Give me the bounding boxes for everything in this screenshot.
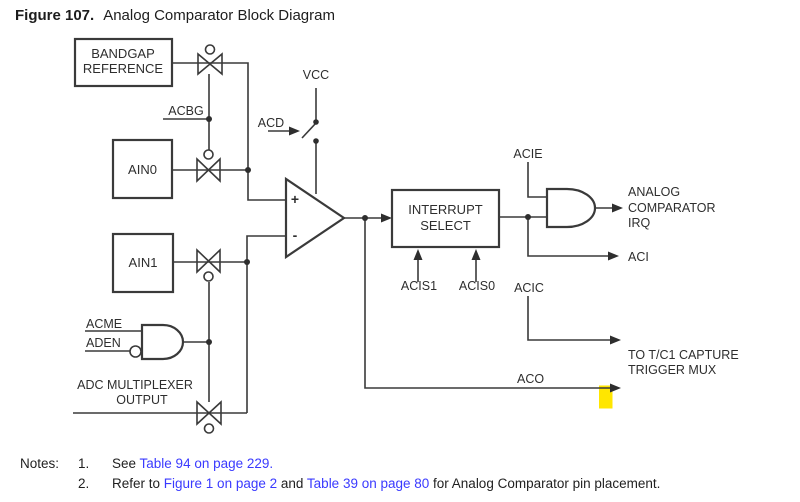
ain1-label: AIN1 bbox=[129, 255, 158, 270]
vcc-label: VCC bbox=[303, 68, 329, 82]
irq-and-gate bbox=[545, 187, 597, 229]
mux-enable-and-gate bbox=[140, 323, 185, 361]
note-text-plain: See bbox=[112, 456, 140, 471]
ain1-switch bbox=[196, 248, 221, 282]
figure-caption: Figure 107. Analog Comparator Block Diagr… bbox=[15, 7, 335, 24]
junction-dots bbox=[206, 116, 531, 345]
capture-label-2: TRIGGER MUX bbox=[628, 363, 717, 377]
interrupt-select-label-1: INTERRUPT bbox=[408, 202, 482, 217]
acbg-label: ACBG bbox=[168, 104, 203, 118]
wire-adcmux-to-minus bbox=[246, 235, 286, 413]
wire-switch-lever bbox=[301, 122, 317, 139]
block-diagram: BANDGAP REFERENCE AIN0 AIN1 INTERRUPT SE… bbox=[73, 37, 739, 434]
acme-label: ACME bbox=[86, 317, 122, 331]
switch-terminal-bottom bbox=[313, 138, 319, 144]
note-number: 1. bbox=[78, 456, 90, 471]
junction-ain1 bbox=[244, 259, 250, 265]
acd-label: ACD bbox=[258, 116, 284, 130]
note-1: Notes: 1. See Table 94 on page 229. bbox=[20, 454, 660, 474]
arrow-acis1 bbox=[413, 249, 423, 260]
note-text: Refer to Figure 1 on page 2 and Table 39… bbox=[112, 474, 660, 494]
junction-ain0 bbox=[245, 167, 251, 173]
figure-title: Analog Comparator Block Diagram bbox=[103, 7, 335, 24]
note-number: 2. bbox=[78, 475, 90, 491]
inverter-bubble bbox=[203, 423, 215, 434]
ain0-switch bbox=[196, 149, 221, 183]
comparator-triangle bbox=[284, 176, 346, 260]
aden-invert-bubble bbox=[129, 345, 142, 358]
note-link-figure1[interactable]: Figure 1 on page 2 bbox=[163, 475, 278, 491]
note-text-plain: Refer to bbox=[112, 475, 164, 491]
aci-label: ACI bbox=[628, 250, 649, 264]
note-text-plain: and bbox=[277, 475, 307, 491]
acis0-label: ACIS0 bbox=[459, 279, 495, 293]
irq-out-label-2: COMPARATOR bbox=[628, 201, 716, 215]
inverter-bubble bbox=[203, 149, 214, 160]
note-link-table39[interactable]: Table 39 on page 80 bbox=[306, 475, 430, 491]
arrow-aco bbox=[610, 383, 621, 393]
note-2: 2. Refer to Figure 1 on page 2 and Table… bbox=[20, 474, 660, 494]
bandgap-label-1: BANDGAP bbox=[91, 46, 155, 61]
ain0-label: AIN0 bbox=[128, 162, 157, 177]
notes-section: Notes: 1. See Table 94 on page 229. 2. R… bbox=[20, 454, 660, 493]
note-text: See Table 94 on page 229. bbox=[112, 454, 660, 474]
wire-aci bbox=[527, 217, 609, 257]
irq-out-label-1: ANALOG bbox=[628, 185, 680, 199]
highlight-marker bbox=[599, 385, 613, 409]
junction-comp-out bbox=[362, 215, 368, 221]
junction-acbg bbox=[206, 116, 212, 122]
arrow-comparator-out bbox=[381, 213, 392, 223]
arrow-acd bbox=[289, 126, 300, 136]
adc-mux-label-1: ADC MULTIPLEXER bbox=[77, 378, 193, 392]
bandgap-reference-block bbox=[73, 37, 174, 88]
ain1-block bbox=[111, 232, 175, 294]
adc-mux-label-2: OUTPUT bbox=[116, 393, 168, 407]
irq-out-label-3: IRQ bbox=[628, 216, 651, 230]
acie-label: ACIE bbox=[513, 147, 542, 161]
inverter-bubble bbox=[204, 44, 216, 55]
arrow-acis0 bbox=[471, 249, 481, 260]
aco-label: ACO bbox=[517, 372, 544, 386]
figure-number: Figure 107. bbox=[15, 7, 95, 24]
comparator-minus: - bbox=[293, 227, 298, 243]
wire-acic bbox=[527, 296, 611, 341]
notes-heading: Notes: bbox=[20, 456, 60, 471]
junction-gate bbox=[206, 339, 212, 345]
arrow-acic bbox=[610, 335, 621, 345]
adc-mux-switch bbox=[196, 400, 222, 434]
bandgap-label-2: REFERENCE bbox=[83, 61, 164, 76]
ain0-block bbox=[111, 138, 174, 200]
arrow-irq bbox=[612, 203, 623, 213]
acis1-label: ACIS1 bbox=[401, 279, 437, 293]
note-link-table94[interactable]: Table 94 on page 229. bbox=[139, 456, 274, 471]
arrowheads bbox=[289, 126, 623, 393]
bandgap-switch bbox=[197, 44, 223, 76]
switch-terminal-top bbox=[313, 119, 319, 125]
wire-acie bbox=[527, 162, 547, 198]
wire-aco bbox=[364, 218, 611, 389]
interrupt-select-block bbox=[390, 188, 501, 249]
acic-label: ACIC bbox=[514, 281, 544, 295]
interrupt-select-label-2: SELECT bbox=[420, 218, 471, 233]
capture-label-1: TO T/C1 CAPTURE bbox=[628, 348, 739, 362]
arrow-aci bbox=[608, 251, 619, 261]
aden-label: ADEN bbox=[86, 336, 121, 350]
comparator-plus: + bbox=[291, 191, 299, 207]
inverter-bubble bbox=[203, 271, 214, 282]
note-text-plain: for Analog Comparator pin placement. bbox=[429, 475, 661, 491]
junction-aci bbox=[525, 214, 531, 220]
